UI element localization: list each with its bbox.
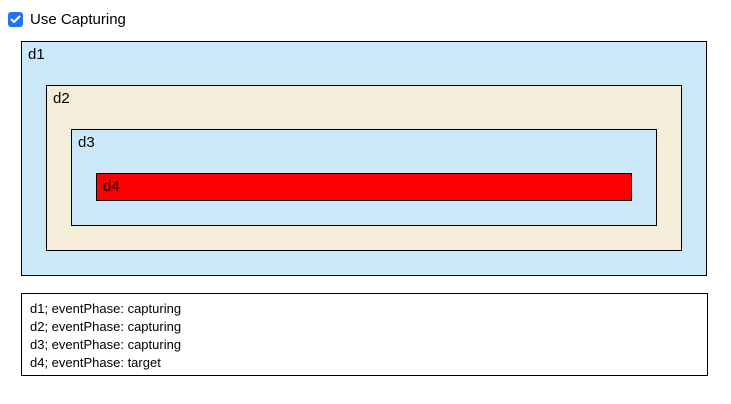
log-line: d4; eventPhase: target <box>30 355 161 370</box>
log-line: d2; eventPhase: capturing <box>30 319 182 334</box>
event-log-panel: d1; eventPhase: capturing d2; eventPhase… <box>21 293 708 376</box>
box-d3-label: d3 <box>78 134 95 151</box>
box-d3[interactable]: d3 d4 <box>71 129 657 226</box>
box-d4[interactable]: d4 <box>96 173 632 201</box>
use-capturing-checkbox-row[interactable]: Use Capturing <box>8 10 126 29</box>
box-d2-label: d2 <box>53 90 70 107</box>
box-d1[interactable]: d1 d2 d3 d4 <box>21 41 707 276</box>
use-capturing-label: Use Capturing <box>30 11 126 28</box>
log-line: d3; eventPhase: capturing <box>30 337 182 352</box>
box-d2[interactable]: d2 d3 d4 <box>46 85 682 251</box>
box-d4-label: d4 <box>103 178 120 195</box>
box-d1-label: d1 <box>28 46 45 63</box>
checkmark-icon <box>10 15 21 23</box>
log-line: d1; eventPhase: capturing <box>30 301 182 316</box>
use-capturing-checkbox[interactable] <box>8 12 23 27</box>
